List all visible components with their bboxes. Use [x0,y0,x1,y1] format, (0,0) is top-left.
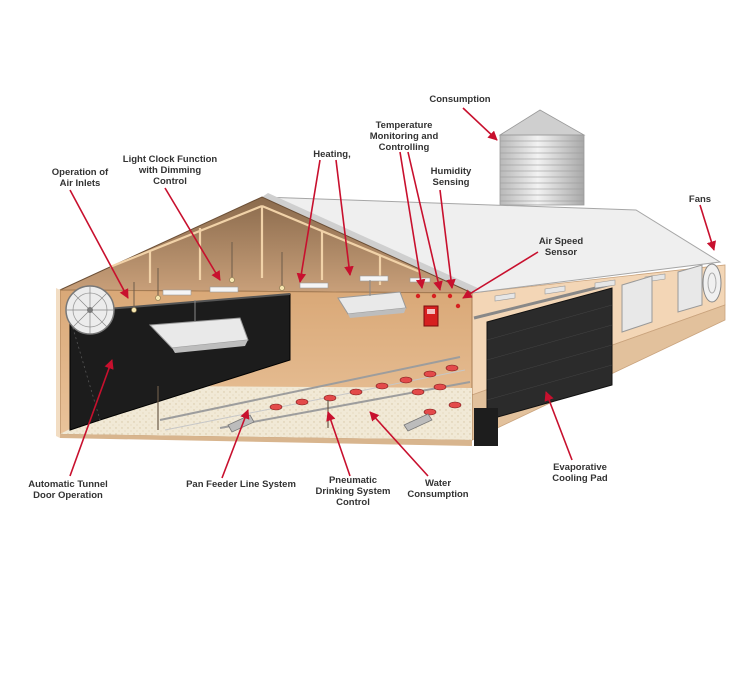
label-fans: Fans [688,194,712,205]
heater-icon [148,280,407,353]
label-air-speed-sensor: Air Speed Sensor [538,236,584,258]
control-panel-icon [415,293,461,327]
right-side-wall [471,263,726,446]
label-temperature-monitoring: Temperature Monitoring and Controlling [369,120,439,153]
feeder-pan-icon [269,364,462,416]
label-humidity-sensing: Humidity Sensing [430,166,472,188]
label-pan-feeder: Pan Feeder Line System [186,479,296,490]
label-consumption: Consumption [429,94,491,105]
callout-arrows [69,107,717,479]
exhaust-fan-icon [65,285,115,335]
label-evaporative-cooling: Evaporative Cooling Pad [552,462,608,484]
label-air-inlets: Operation of Air Inlets [51,167,109,189]
house-interior [56,196,473,446]
label-water-consumption: Water Consumption [407,478,469,500]
label-heating: Heating, [313,149,351,160]
exhaust-fan-icon [621,263,722,333]
label-pneumatic-drinking: Pneumatic Drinking System Control [315,475,391,508]
silo-icon [498,109,586,206]
label-tunnel-door: Automatic Tunnel Door Operation [28,479,108,501]
label-light-clock: Light Clock Function with Dimming Contro… [122,154,218,187]
